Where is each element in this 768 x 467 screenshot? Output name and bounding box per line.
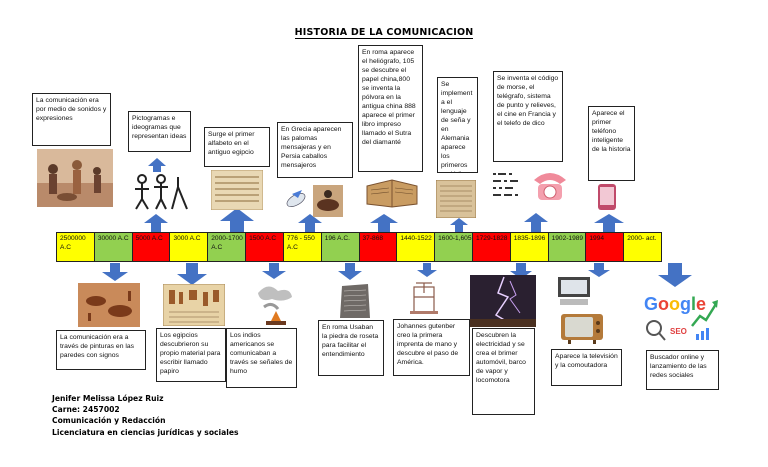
timeline-segment: 1902-1989: [547, 232, 587, 262]
seo-text: SEO: [670, 327, 687, 336]
arrow-down-icon: [102, 263, 128, 281]
arrow-up-icon: [148, 158, 166, 172]
event-box-rosetta: En roma Usaban la piedra de roseta para …: [318, 320, 384, 376]
lightning-image: [470, 275, 536, 327]
rosetta-stone-image: [340, 284, 370, 318]
horse-rider-image: [313, 185, 343, 217]
television-image: [561, 314, 603, 344]
event-box-pictograms: Pictogramas e ideogramas que representan…: [128, 111, 191, 152]
course-name: Comunicación y Redacción: [52, 416, 166, 426]
old-newspaper-image: [436, 180, 476, 218]
google-seo-image: Google SEO: [644, 294, 718, 341]
event-box-sounds: La comunicación era por medio de sonidos…: [32, 93, 111, 146]
timeline-segment: 196 A.C.: [320, 232, 360, 262]
timeline-segment: 2500000 A.C: [56, 232, 95, 262]
timeline-segment: 30000 A.C: [93, 232, 133, 262]
google-logo-text: Google: [644, 294, 706, 314]
author-carne: Carne: 2457002: [52, 405, 120, 415]
arrow-down-icon: [338, 263, 362, 280]
event-box-electricity: Descubren la electricidad y se crea el b…: [472, 328, 535, 415]
timeline-segment: 776 - 550 A.C: [282, 232, 322, 262]
arrow-up-icon: [370, 214, 398, 232]
cave-wall-painting-image: [78, 283, 140, 327]
timeline-segment: 2000-1700 A.C: [207, 232, 247, 262]
degree-name: Licenciatura en ciencias jurídicas y soc…: [52, 427, 239, 437]
event-box-google: Buscador online y lanzamiento de las red…: [646, 350, 719, 390]
pictogram-figures-image: [135, 174, 188, 210]
arrow-up-icon: [220, 208, 254, 232]
timeline-segment: 5000 A.C: [131, 232, 171, 262]
arrow-down-icon: [177, 263, 207, 285]
author-info: Jenifer Melissa López Ruiz Carne: 245700…: [52, 393, 239, 438]
timeline-segment: 37-868: [358, 232, 398, 262]
ancient-book-image: [366, 179, 418, 208]
dove-image: [286, 190, 306, 207]
timeline-segment: 1600-1,605: [434, 232, 473, 262]
event-box-television: Aparece la televisión y la comoutadora: [551, 349, 622, 386]
rotary-telephone-image: [534, 173, 566, 200]
arrow-up-icon: [594, 214, 624, 232]
papyrus-image: [163, 284, 225, 326]
timeline-segment: 1729-1828: [471, 232, 511, 262]
timeline-segment: 1994: [585, 232, 625, 262]
arrow-down-icon: [417, 263, 437, 277]
arrow-down-icon: [262, 263, 286, 279]
timeline-segment: 1440-1522: [396, 232, 436, 262]
arrow-down-icon: [588, 263, 610, 277]
page-title: HISTORIA DE LA COMUNICACION: [294, 27, 474, 39]
author-name: Jenifer Melissa López Ruiz: [52, 394, 164, 403]
timeline-segment: 2000- act.: [623, 232, 662, 262]
smartphone-image: [598, 184, 616, 210]
cave-people-image: [37, 149, 113, 207]
event-box-cave-painting: La comunicación era a través de pinturas…: [56, 330, 146, 370]
event-box-morse: Se inventa el código de morse, el telégr…: [493, 71, 563, 162]
event-box-smartphone: Aparece el primer teléfono inteligente d…: [588, 106, 635, 181]
arrow-up-icon: [524, 213, 548, 232]
smoke-signal-image: [258, 286, 292, 325]
hieroglyph-tablet-image: [211, 170, 263, 210]
morse-code-image: [493, 173, 518, 196]
computer-image: [558, 277, 590, 305]
event-box-gutenberg: Johannes gutenber creo la primera impren…: [393, 319, 470, 376]
timeline-segment: 3000 A.C: [169, 232, 209, 262]
timeline-segment: 1835-1896: [509, 232, 549, 262]
timeline-segment: 1500 A.C: [245, 232, 284, 262]
arrow-up-icon: [298, 214, 322, 232]
printing-press-image: [410, 282, 438, 314]
event-box-egyptian-alphabet: Surge el primer alfabeto en el antiguo e…: [204, 127, 270, 167]
arrow-down-icon: [658, 263, 692, 287]
event-box-smoke-signals: Los indios americanos se comunicaban a t…: [226, 328, 297, 388]
event-box-greece-pigeons: En Grecia aparecen las palomas mensajera…: [277, 122, 353, 178]
event-box-rome-heliograph: En roma aparece el heliógrafo, 105 se de…: [358, 45, 423, 172]
arrow-up-icon: [144, 214, 168, 232]
event-box-sign-language: Se implement a el lenguaje de seña y en …: [437, 77, 478, 173]
event-box-papyrus: Los egipcios descubrieron su propio mate…: [156, 328, 226, 382]
arrow-up-icon: [450, 218, 468, 232]
